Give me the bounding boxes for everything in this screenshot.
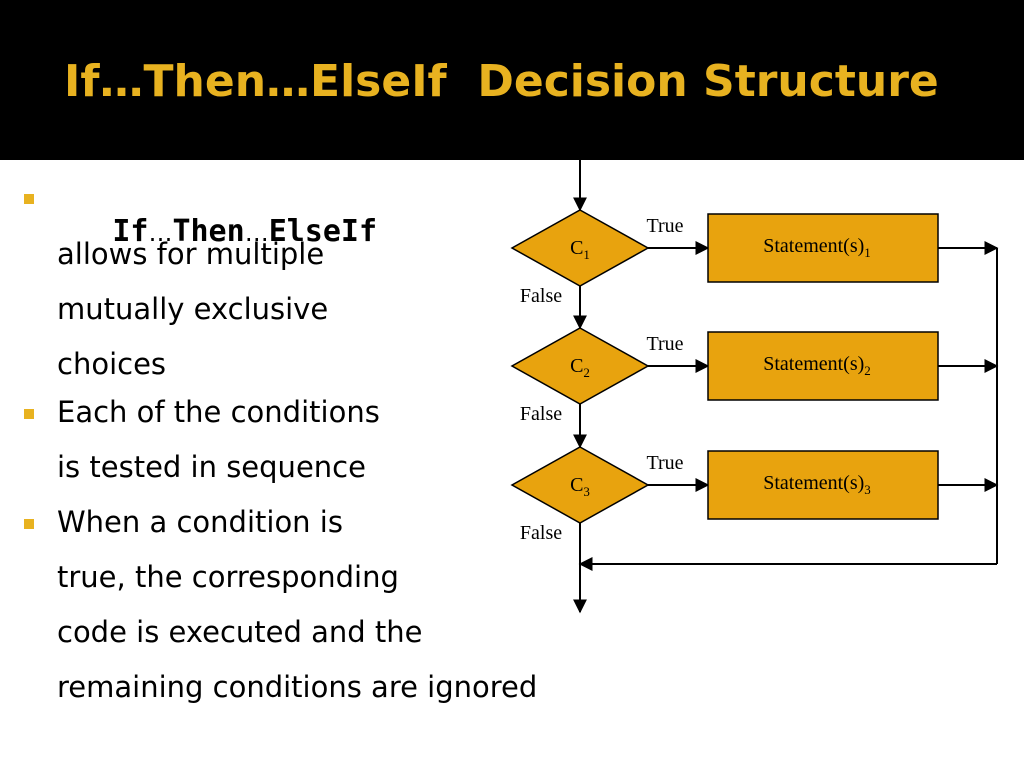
keyword-elseif: ElseIf [268, 214, 378, 249]
statement-box [707, 450, 939, 520]
title-bar: If…Then…ElseIf Decision Structure [0, 0, 1024, 160]
bullet-3-line: code is executed and the [57, 615, 423, 649]
bullet-3-line: When a condition is [57, 505, 343, 539]
flowchart-body: C1TrueStatement(s)1FalseC2TrueStatement(… [510, 160, 999, 614]
bullet-3-line: remaining conditions are ignored [57, 670, 538, 704]
condition-label: C3 [570, 474, 590, 499]
statement-label: Statement(s)1 [763, 235, 871, 260]
bullet-2-line: Each of the conditions [57, 395, 380, 429]
false-label: False [520, 285, 562, 307]
bullet-1-line: mutually exclusive [57, 292, 329, 326]
true-label: True [646, 452, 683, 474]
slide-content: If…Then…ElseIf allows for multiple mutua… [0, 160, 1024, 768]
condition-label: C2 [570, 355, 590, 380]
true-label: True [646, 333, 683, 355]
bullet-1-line: allows for multiple [57, 237, 325, 271]
false-label: False [520, 522, 562, 544]
flowchart-diagram: C1TrueStatement(s)1FalseC2TrueStatement(… [510, 160, 999, 614]
slide-title: If…Then…ElseIf Decision Structure [64, 56, 939, 107]
true-label: True [646, 215, 683, 237]
statement-label: Statement(s)3 [763, 472, 871, 497]
condition-label: C1 [570, 237, 590, 262]
statement-label: Statement(s)2 [763, 353, 871, 378]
statement-box [707, 331, 939, 401]
bullet-square-icon [24, 409, 34, 419]
bullet-3-line: true, the corresponding [57, 560, 399, 594]
bullet-square-icon [24, 519, 34, 529]
bullet-square-icon [24, 194, 34, 204]
bullet-1-heading: If…Then…ElseIf [57, 180, 377, 283]
bullet-2-line: is tested in sequence [57, 450, 366, 484]
ellipsis: … [244, 219, 269, 247]
bullet-1-line: choices [57, 347, 167, 381]
false-label: False [520, 403, 562, 425]
ellipsis: … [148, 219, 173, 247]
keyword-if: If [112, 214, 149, 249]
keyword-then: Then [172, 214, 245, 249]
